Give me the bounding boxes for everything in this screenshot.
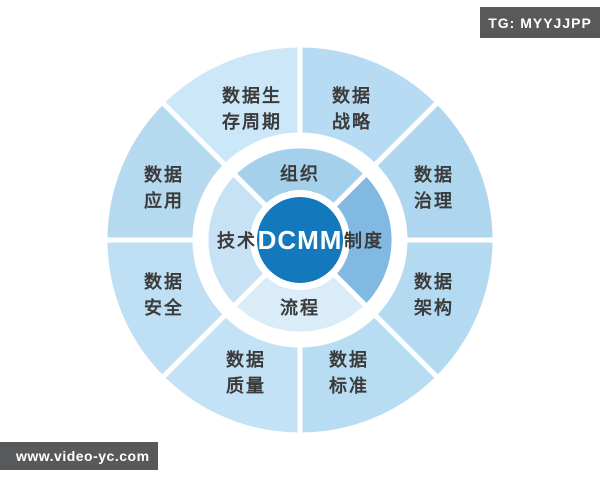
outer-label-data-architecture-line1: 数据 — [414, 271, 454, 292]
outer-label-data-standard-line1: 数据 — [329, 349, 369, 370]
outer-ring — [102, 42, 498, 438]
inner-label-process: 流程 — [280, 297, 320, 318]
outer-label-data-security-line2: 安全 — [144, 297, 184, 318]
outer-label-data-lifecycle-line2: 存周期 — [222, 111, 282, 132]
outer-label-data-strategy-line2: 战略 — [332, 111, 372, 132]
watermark-badge-bottom-left: www.video-yc.com — [0, 442, 158, 470]
watermark-badge-top-right: TG: MYYJJPP — [480, 7, 600, 38]
outer-ring-labels: 数据 战略 数据 治理 数据 架构 数据 标准 数据 质量 数据 安全 数据 应… — [144, 85, 454, 396]
outer-label-data-governance-line2: 治理 — [414, 190, 454, 211]
inner-label-institution: 制度 — [344, 230, 384, 251]
center-dcmm-label: DCMM — [258, 225, 343, 255]
outer-label-data-governance-line1: 数据 — [414, 164, 454, 185]
inner-label-technology: 技术 — [217, 230, 257, 251]
center-dcmm-circle — [257, 197, 343, 283]
outer-label-data-strategy-line1: 数据 — [332, 85, 372, 106]
outer-label-data-lifecycle-line1: 数据生 — [222, 85, 282, 106]
outer-label-data-application-line2: 应用 — [144, 190, 184, 211]
outer-label-data-security-line1: 数据 — [144, 271, 184, 292]
outer-segment-data-lifecycle — [159, 42, 303, 169]
outer-label-data-standard-line2: 标准 — [328, 375, 369, 396]
outer-label-data-architecture-line2: 架构 — [414, 297, 454, 318]
inner-label-organization: 组织 — [280, 163, 320, 184]
outer-label-data-quality-line2: 质量 — [226, 375, 266, 396]
inner-ring-labels: 组织 制度 流程 技术 — [217, 163, 384, 318]
outer-label-data-quality-line1: 数据 — [226, 349, 266, 370]
outer-label-data-application-line1: 数据 — [144, 164, 184, 185]
